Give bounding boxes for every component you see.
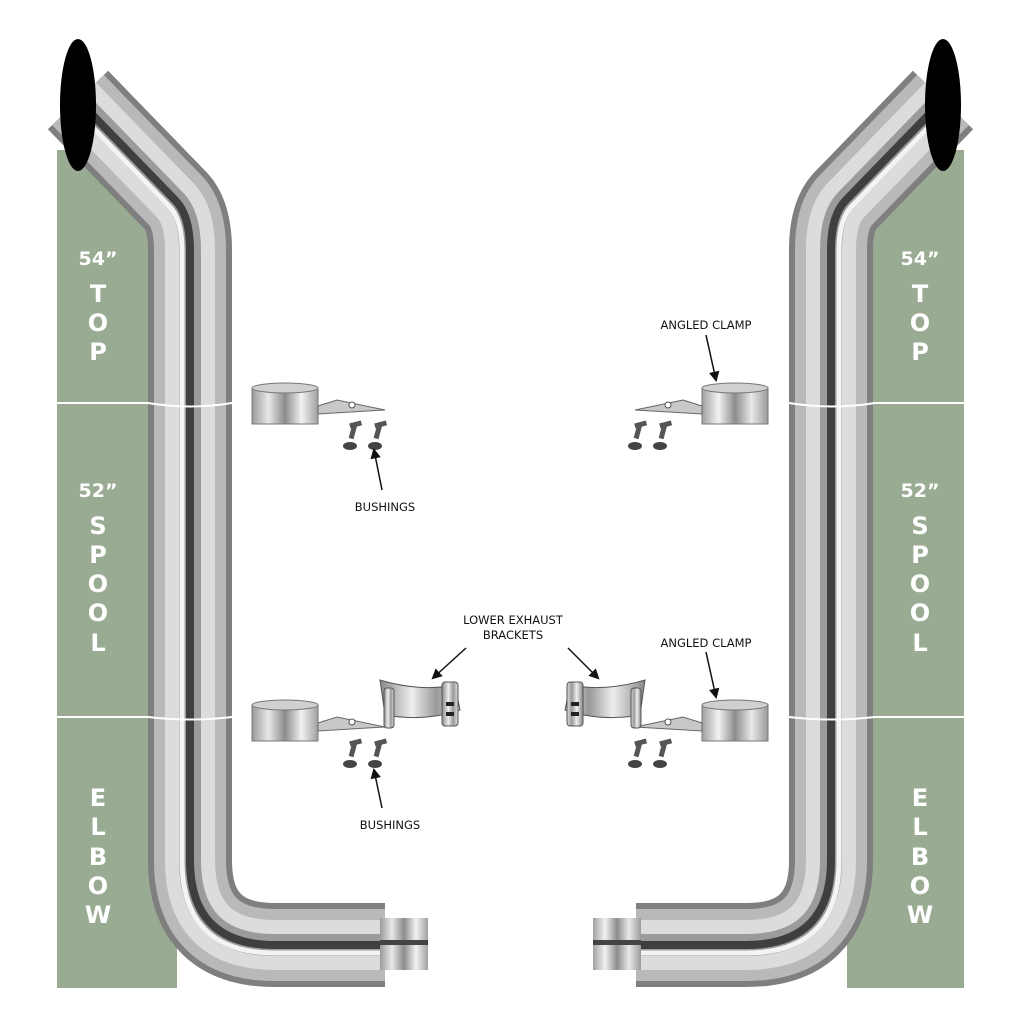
lower-brackets-label-line2: BRACKETS (483, 628, 543, 642)
left-top-bushings (343, 420, 388, 450)
label-letter: B (89, 843, 107, 871)
label-letter: S (911, 512, 928, 540)
section-dividers (57, 402, 964, 721)
right-lower-bushings (628, 738, 673, 768)
angled-clamp-label-top: ANGLED CLAMP (661, 318, 752, 332)
bushings-label-top: BUSHINGS (355, 500, 415, 514)
angled-clamp-label-bottom: ANGLED CLAMP (661, 636, 752, 650)
label-letter: O (910, 599, 930, 627)
spool-size: 52” (901, 480, 940, 502)
right-section-labels: 54” T O P 52” S P O O L E L B O W (901, 248, 940, 929)
label-letter: O (910, 872, 930, 900)
label-letter: E (90, 784, 106, 812)
label-letter: O (88, 872, 108, 900)
label-letter: S (89, 512, 106, 540)
left-lower-clamp (251, 699, 386, 742)
label-letter: W (907, 901, 933, 929)
label-letter: B (911, 843, 929, 871)
label-letter: O (910, 309, 930, 337)
label-letter: O (910, 570, 930, 598)
label-letter: L (90, 629, 105, 657)
label-letter: O (88, 570, 108, 598)
lower-brackets-label-line1: LOWER EXHAUST (463, 613, 564, 627)
label-letter: P (89, 541, 107, 569)
label-letter: O (88, 599, 108, 627)
label-letter: T (912, 280, 929, 308)
bushings-label-bottom: BUSHINGS (360, 818, 420, 832)
right-top-clamp (634, 382, 769, 425)
label-letter: W (85, 901, 111, 929)
label-letter: L (90, 813, 105, 841)
top-size: 54” (901, 248, 940, 270)
label-letter: T (90, 280, 107, 308)
label-letter: P (89, 338, 107, 366)
right-lower-bracket (564, 679, 646, 729)
label-letter: L (912, 813, 927, 841)
right-lower-clamp (634, 699, 769, 742)
spool-size: 52” (79, 480, 118, 502)
label-letter: E (912, 784, 928, 812)
left-lower-bracket (379, 679, 461, 729)
label-letter: O (88, 309, 108, 337)
label-letter: P (911, 338, 929, 366)
label-letter: L (912, 629, 927, 657)
right-top-bushings (628, 420, 673, 450)
left-lower-bushings (343, 738, 388, 768)
left-section-labels: 54” T O P 52” S P O O L E L B O W (79, 248, 118, 929)
callout-arrows (370, 334, 720, 809)
left-top-clamp (251, 382, 386, 425)
label-letter: P (911, 541, 929, 569)
top-size: 54” (79, 248, 118, 270)
